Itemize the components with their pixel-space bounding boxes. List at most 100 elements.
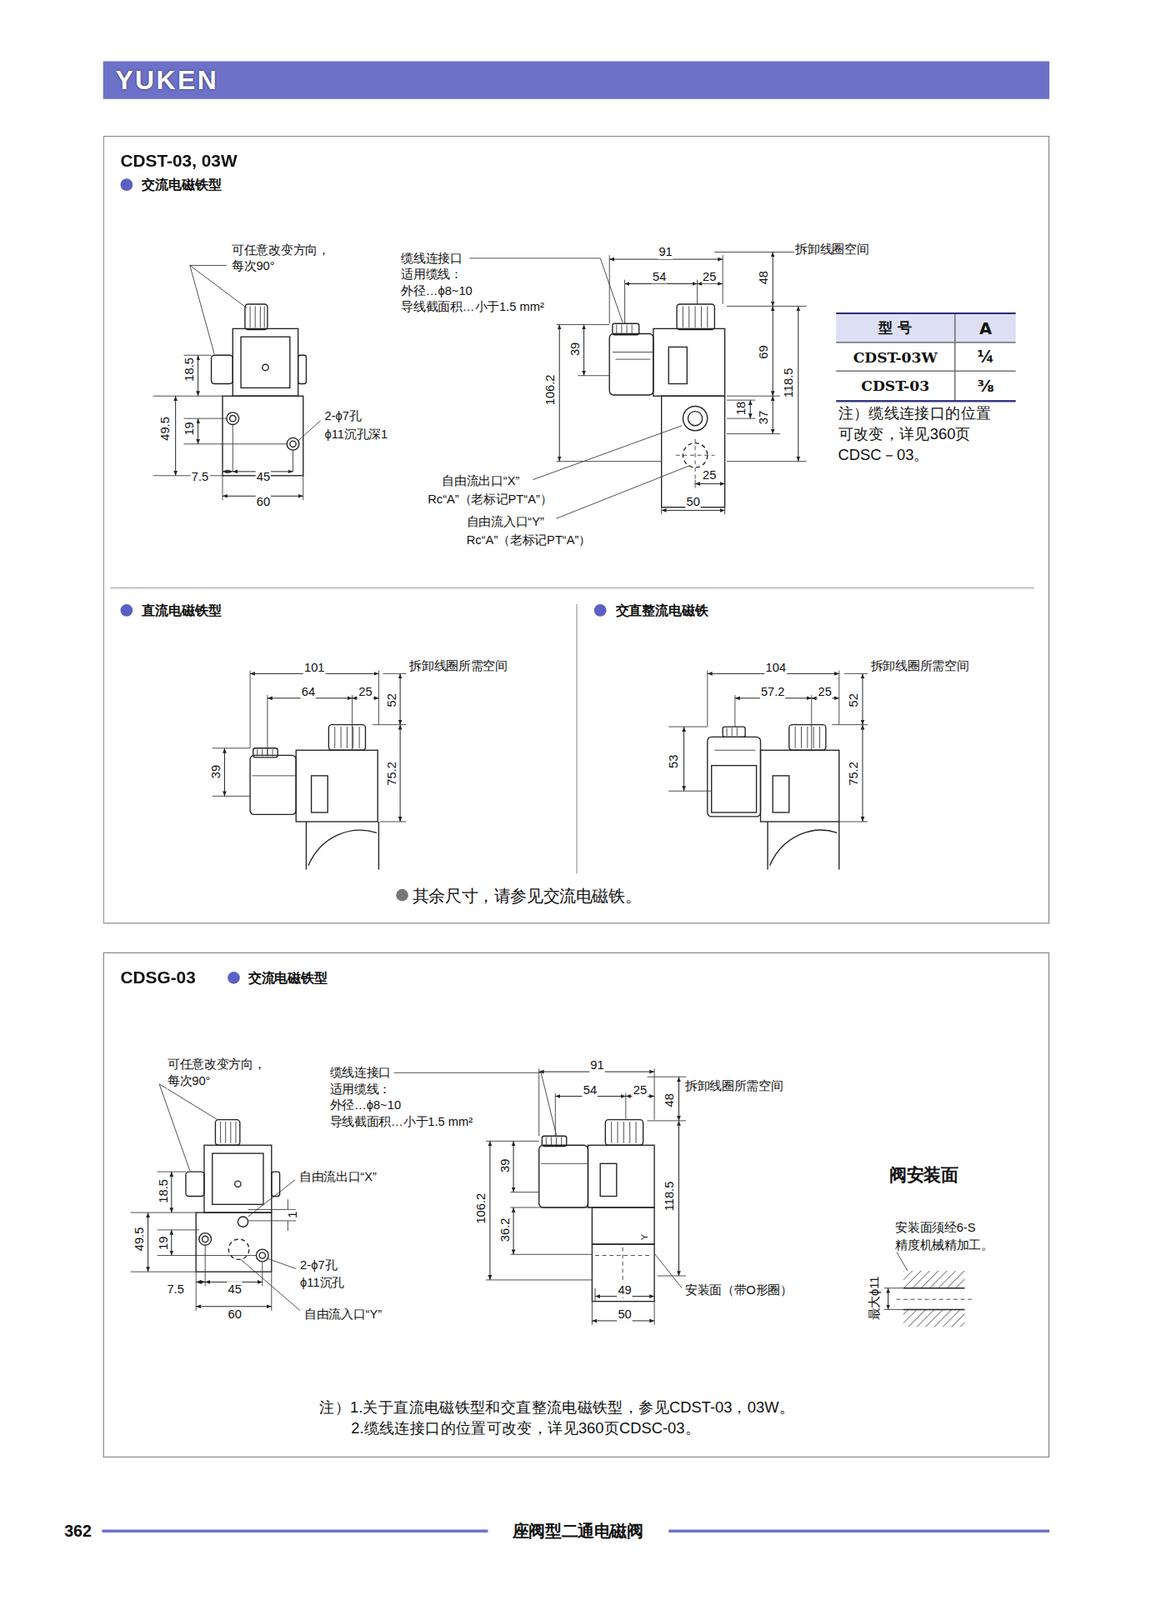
callout-text: 自由流入口“Y” [303,1307,384,1323]
dimension-value: 7.5 [190,469,211,485]
callout-text: 交直整流电磁铁 [614,602,710,619]
dimension-value: 25 [632,1082,649,1098]
dimension-value: 19 [155,1235,171,1252]
dimension-value: 69 [755,344,771,361]
dimension-value: 18.5 [155,1178,171,1205]
dimension-value: 75.2 [385,760,401,787]
dimension-value: 118.5 [781,366,797,399]
callout-text: 2.缆线连接口的位置可改变，详见360页CDSC-03。 [350,1419,701,1438]
table-cell: CDST-03 [835,371,955,401]
callout-text: 交流电磁铁型 [140,176,223,193]
dimension-value: 39 [209,764,225,781]
dimension-value: 54 [651,269,668,285]
dividers [101,588,1050,1532]
callout-text: 直流电磁铁型 [140,602,223,619]
dimension-value: 362 [63,1521,93,1542]
dimension-value: 49.5 [132,1226,148,1252]
dimension-value: 54 [582,1082,599,1098]
cdst-side-view [153,265,321,501]
table-cell: CDST-03W [835,343,955,372]
dimension-value: 91 [589,1058,606,1074]
callout-text: 拆卸线圈所需空间 [870,659,971,675]
dimension-value: 53 [666,753,682,770]
dimension-value: 101 [303,660,326,676]
dimension-value: 60 [226,1307,243,1323]
drawing-panel: CDSG-03 [103,952,1050,1458]
cdsg-side-view [130,1084,301,1312]
dimension-value: 39 [497,1157,513,1174]
table-cell: ¼ [954,343,1016,372]
callout-text: 缆线连接口 [400,250,464,266]
callout-text: 注）1.关于直流电磁铁型和交直整流电磁铁型，参见CDST-03，03W。 [318,1398,796,1417]
dimension-value: 18.5 [182,356,198,383]
dimension-value: 25 [816,685,833,701]
dc-solenoid-view [212,670,407,871]
dimension-value: 52 [385,692,401,709]
panel-heading: CDSG-03 [104,953,196,989]
callout-text: 外径…ϕ8~10 [400,283,474,299]
table-cell: ⅜ [954,371,1016,401]
callout-text: 适用缆线： [400,267,464,283]
dimension-value: 50 [685,495,701,511]
callout-text: 拆卸线圈空间 [794,241,871,257]
dimension-value: 104 [764,660,787,676]
callout-text: 可任意改变方向， 每次90° [230,241,340,276]
dimension-value: 1 [285,1210,301,1220]
callout-text: 拆卸线圈所需空间 [684,1078,785,1094]
callout-text: 自由流出口“X” [440,473,521,489]
callout-text: 安装面（带O形圈） [684,1282,794,1298]
callout-text: 缆线连接口 [328,1065,392,1081]
callout-text: 自由流入口“Y” [465,514,546,530]
mounting-face-detail [884,1251,972,1328]
callout-text: 拆卸线圈所需空间 [408,659,509,675]
dimension-value: 45 [255,469,272,485]
header-band: YUKEN [103,60,1050,99]
dimension-value: 45 [226,1281,243,1297]
callout-text: 导线截面积…小于1.5 mm² [328,1114,474,1130]
dimension-value: 106.2 [542,373,558,406]
callout-text: 交流电磁铁型 [246,970,329,986]
table-cell: A [954,314,1016,343]
table-cell: 型 号 [835,314,955,343]
dimension-value: 50 [616,1307,633,1323]
callout-text: 阀安装面 [888,1165,961,1187]
callout-text: 注）缆线连接口的位置可改变，详见360页CDSC－03。 [836,403,1002,466]
callout-text: 外径…ϕ8~10 [328,1098,402,1114]
dimension-value: 60 [255,495,272,511]
dimension-value: 37 [755,410,771,426]
callout-text: Y [639,1233,651,1242]
callout-text: ϕ11沉孔深1 [323,427,389,443]
callout-text: 其余尺寸，请参见交流电磁铁。 [411,886,643,907]
callout-text: 最大ϕ11 [867,1275,883,1322]
dimension-value: 49.5 [158,415,174,442]
dimension-value: 48 [662,1092,678,1109]
callout-text: ϕ11沉孔 [299,1276,346,1292]
dimension-value: 18 [733,400,749,417]
dimension-value: 91 [657,245,674,261]
dimension-value: 48 [755,270,771,286]
callout-text: Rc“A”（老标记PT“A”） [465,532,593,548]
dimension-value: 36.2 [497,1216,513,1243]
section-bullets [120,178,607,984]
brand-logo: YUKEN [103,60,1050,96]
callout-text: 精度机械精加工。 [894,1237,995,1253]
dimension-value: 106.2 [473,1192,489,1226]
dimension-value: 39 [568,340,584,357]
dimension-value: 25 [701,269,718,285]
cdsg-front-view [394,1068,686,1325]
panel-heading: CDST-03, 03W [104,136,238,172]
callout-text: 适用缆线： [328,1081,392,1097]
callout-text: 可任意改变方向， 每次90° [166,1055,276,1090]
spec-table: 型 号ACDST-03W¼CDST-03⅜ [835,312,1016,403]
callout-text: 自由流出口“X” [298,1169,379,1185]
dimension-value: 118.5 [662,1180,678,1212]
callout-text: 安装面须经6-S [894,1221,977,1237]
dimension-value: 25 [701,468,718,484]
dimension-value: 7.5 [165,1281,186,1297]
dimension-value: 57.2 [760,685,786,701]
callout-text: 2-ϕ7孔 [323,409,363,425]
rectified-solenoid-view [668,670,868,871]
dimension-value: 49 [616,1282,633,1298]
